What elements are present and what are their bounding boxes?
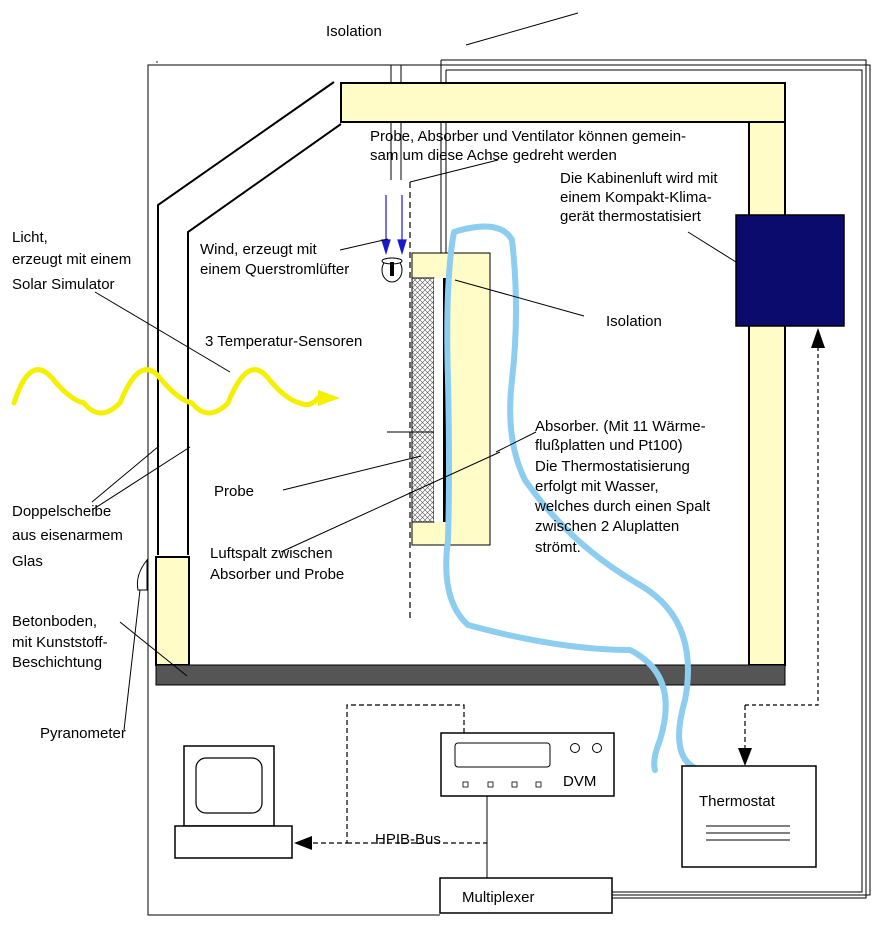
climate-control-line xyxy=(745,328,825,706)
label-pyranometer: Pyranometer xyxy=(40,725,126,742)
label-wind-1: Wind, erzeugt mit xyxy=(200,241,318,258)
label-rotation-note-1: Probe, Absorber und Ventilator können ge… xyxy=(370,128,686,145)
label-floor-2: mit Kunststoff- xyxy=(12,634,108,651)
label-sensors: 3 Temperatur-Sensoren xyxy=(205,333,362,350)
label-floor-3: Beschichtung xyxy=(12,654,102,671)
label-probe: Probe xyxy=(214,483,254,500)
insulation-roof xyxy=(340,82,786,123)
hpib-bus xyxy=(294,704,752,850)
rotation-note-pointer xyxy=(409,159,499,183)
water-loop xyxy=(443,223,703,773)
insulation-left-post xyxy=(155,556,190,666)
label-dvm: DVM xyxy=(563,773,596,790)
label-airgap-1: Luftspalt zwischen xyxy=(210,545,333,562)
insulation-right-wall xyxy=(748,121,786,666)
label-isolation-mid: Isolation xyxy=(606,313,662,330)
label-glass-2: aus eisenarmem xyxy=(12,527,123,544)
glass-wall xyxy=(157,81,342,555)
computer xyxy=(174,745,293,859)
label-hpib: HPIB-Bus xyxy=(375,831,441,848)
concrete-floor xyxy=(155,664,786,686)
label-light-2: erzeugt mit einem xyxy=(12,251,131,268)
label-absorber-7: strömt. xyxy=(535,539,581,556)
label-glass-1: Doppelscheibe xyxy=(12,503,111,520)
label-absorber-5: welches durch einen Spalt xyxy=(534,498,711,515)
stray-dot xyxy=(156,61,158,63)
label-airgap-2: Absorber und Probe xyxy=(210,566,344,583)
multiplexer-device xyxy=(439,877,613,914)
label-light-1: Licht, xyxy=(12,229,48,246)
label-absorber-4: erfolgt mit Wasser, xyxy=(535,478,659,495)
isolation-top-pointer xyxy=(465,12,579,46)
label-cabin-air-2: einem Kompakt-Klima- xyxy=(560,189,712,206)
climate-unit-pointer xyxy=(687,231,737,263)
label-isolation-top: Isolation xyxy=(326,23,382,40)
label-wind-2: einem Querstromlüfter xyxy=(200,261,349,278)
label-cabin-air-1: Die Kabinenluft wird mit xyxy=(560,170,718,187)
dvm-device xyxy=(440,732,615,797)
label-multiplexer: Multiplexer xyxy=(462,889,535,906)
label-floor-1: Betonboden, xyxy=(12,613,97,630)
leader-lines xyxy=(91,238,585,677)
label-absorber-2: flußplatten und Pt100) xyxy=(535,437,683,454)
label-absorber-6: zwischen 2 Aluplatten xyxy=(535,518,679,535)
label-glass-3: Glas xyxy=(12,553,43,570)
wind-arrows xyxy=(381,195,407,256)
cross-flow-fan xyxy=(381,257,403,283)
climate-unit xyxy=(735,214,845,327)
label-cabin-air-3: gerät thermostatisiert xyxy=(560,208,702,225)
pyranometer-sensor xyxy=(123,558,148,731)
label-rotation-note-2: sam um diese Achse gedreht werden xyxy=(370,147,617,164)
label-absorber-1: Absorber. (Mit 11 Wärme- xyxy=(535,418,706,435)
label-light-3: Solar Simulator xyxy=(12,276,115,293)
light-wave xyxy=(11,367,340,416)
label-thermostat: Thermostat xyxy=(699,793,776,810)
label-absorber-3: Die Thermostatisierung xyxy=(535,458,690,475)
thermostat-device xyxy=(681,765,817,868)
